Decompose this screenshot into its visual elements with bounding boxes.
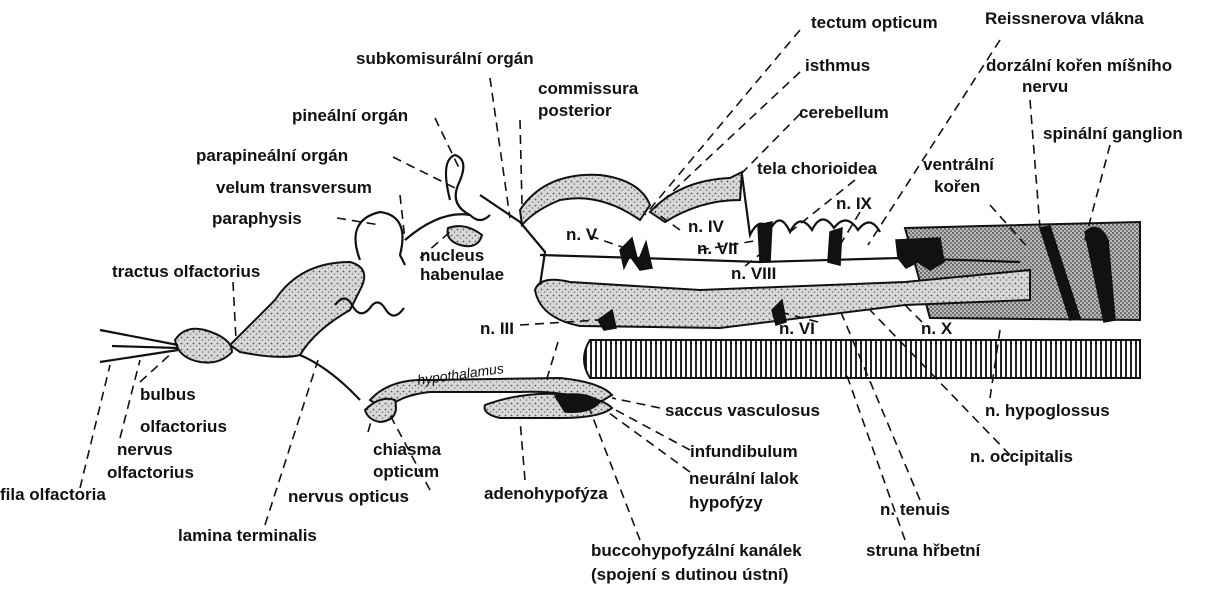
label-fila-olfactoria: fila olfactoria (0, 485, 106, 504)
label-tectum-opticum: tectum opticum (811, 13, 938, 32)
label-nervus-opticus: nervus opticus (288, 487, 409, 506)
label-dorzalni-koren-1: dorzální kořen míšního (986, 56, 1172, 75)
nerve-ix-shape (828, 228, 842, 265)
label-subkomisuralni-organ: subkomisurální orgán (356, 49, 534, 68)
label-bulbus-2: olfactorius (140, 417, 227, 436)
nerve-v-shape (620, 238, 652, 270)
label-cerebellum: cerebellum (799, 103, 889, 122)
paraphysis-loop (356, 212, 406, 265)
label-nucleus-1: nucleus (420, 246, 484, 265)
label-tela-chorioidea: tela chorioidea (757, 159, 878, 178)
cerebellum-shape (650, 172, 742, 222)
label-n-hypoglossus: n. hypoglossus (985, 401, 1110, 420)
label-nervus-olf-1: nervus (117, 440, 173, 459)
label-n-v: n. V (566, 225, 598, 244)
label-lamina-terminalis: lamina terminalis (178, 526, 317, 545)
label-commissura-1: commissura (538, 79, 639, 98)
label-n-vii: n. VII (697, 239, 738, 258)
label-n-occipitalis: n. occipitalis (970, 447, 1073, 466)
label-nervus-olf-2: olfactorius (107, 463, 194, 482)
label-velum-transversum: velum transversum (216, 178, 372, 197)
label-reissnerova-vlakna: Reissnerova vlákna (985, 9, 1144, 28)
olfactory-bulb-shape (175, 329, 232, 363)
tectum-shape (520, 175, 650, 225)
label-isthmus: isthmus (805, 56, 870, 75)
label-buccohypofyzalni-1: buccohypofyzální kanálek (591, 541, 802, 560)
label-adenohypofyza: adenohypofýza (484, 484, 608, 503)
label-struna-hrbetni: struna hřbetní (866, 541, 982, 560)
label-infundibulum: infundibulum (690, 442, 798, 461)
lamina-link (300, 355, 360, 400)
notochord (584, 340, 1140, 378)
label-n-ix: n. IX (836, 194, 873, 213)
label-n-x: n. X (921, 319, 953, 338)
nerve-vii-shape (758, 222, 772, 262)
label-n-vi: n. VI (779, 319, 815, 338)
label-n-tenuis: n. tenuis (880, 500, 950, 519)
label-commissura-2: posterior (538, 101, 612, 120)
label-parapinealni-organ: parapineální orgán (196, 146, 348, 165)
label-pinealni-organ: pineální orgán (292, 106, 408, 125)
label-saccus-vasculosus: saccus vasculosus (665, 401, 820, 420)
label-n-iii: n. III (480, 319, 514, 338)
label-chiasma-2: opticum (373, 462, 439, 481)
label-ventralni-koren-2: kořen (934, 177, 980, 196)
label-chiasma-1: chiasma (373, 440, 442, 459)
label-ventralni-koren-1: ventrální (923, 155, 995, 174)
label-neuralni-lalok-1: neurální lalok (689, 469, 799, 488)
label-tractus-olfactorius: tractus olfactorius (112, 262, 260, 281)
label-nucleus-2: habenulae (420, 265, 504, 284)
label-bulbus-1: bulbus (140, 385, 196, 404)
label-neuralni-lalok-2: hypofýzy (689, 493, 763, 512)
label-n-iv: n. IV (688, 217, 725, 236)
label-paraphysis: paraphysis (212, 209, 302, 228)
label-dorzalni-koren-2: nervu (1022, 77, 1068, 96)
label-n-viii: n. VIII (731, 264, 776, 283)
nucleus-habenulae-shape (448, 226, 483, 246)
label-spinalni-ganglion: spinální ganglion (1043, 124, 1183, 143)
label-buccohypofyzalni-2: (spojení s dutinou ústní) (591, 565, 788, 584)
